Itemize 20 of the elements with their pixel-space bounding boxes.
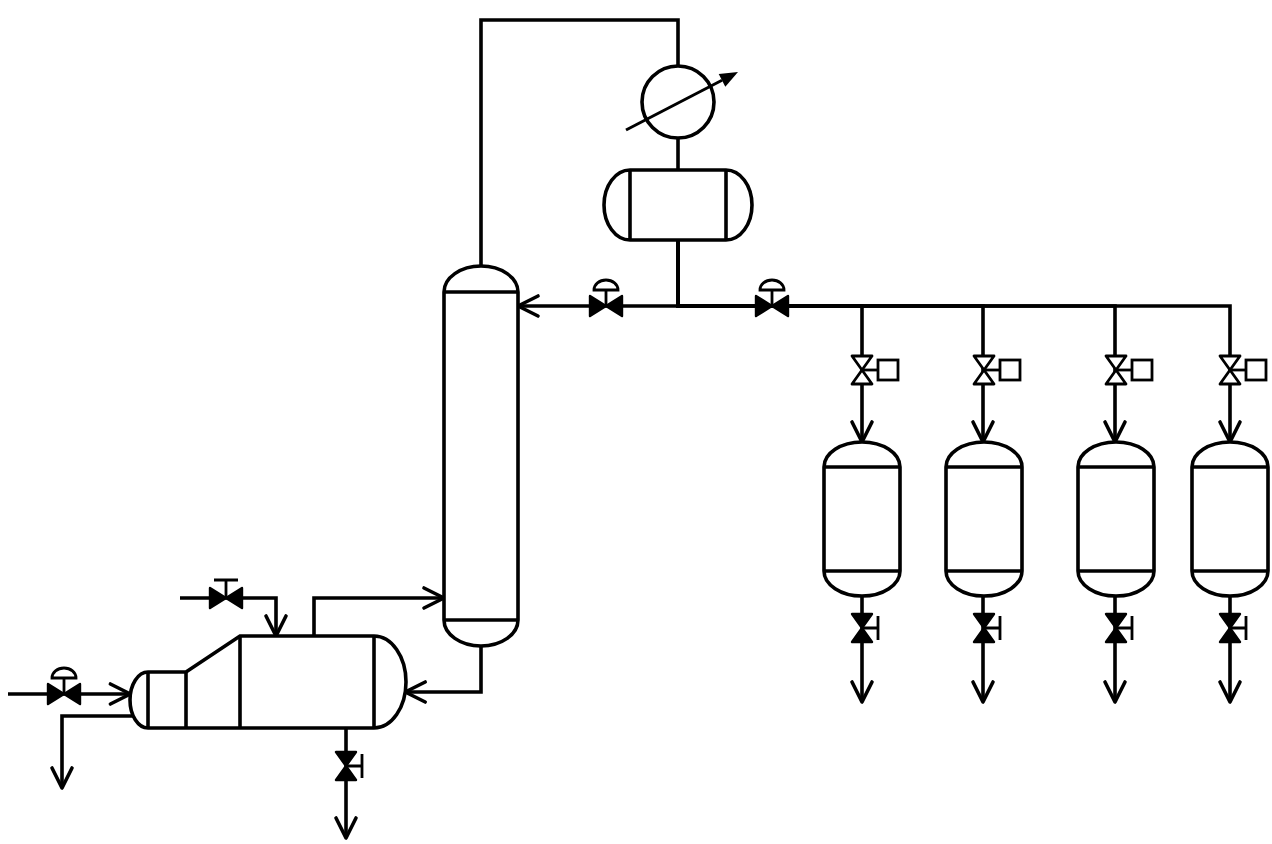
flow-arrow bbox=[312, 586, 446, 636]
receiver-vessel bbox=[1190, 440, 1270, 598]
flow-arrow bbox=[1103, 596, 1127, 704]
flow-arrow bbox=[850, 596, 874, 704]
receiver-vessel bbox=[943, 440, 1023, 598]
flow-arrow bbox=[403, 646, 483, 704]
flow-arrow bbox=[1218, 596, 1242, 704]
reboiler-vessel bbox=[128, 634, 408, 730]
receiver-vessel bbox=[822, 440, 902, 598]
flow-arrow bbox=[50, 714, 134, 790]
flow-arrow bbox=[971, 596, 995, 704]
pipe-line bbox=[676, 138, 680, 170]
heat-exchanger-symbol bbox=[622, 64, 742, 140]
flow-arrow bbox=[180, 596, 288, 638]
horizontal-vessel bbox=[602, 168, 754, 242]
pipe-line bbox=[479, 18, 680, 266]
flow-arrow bbox=[334, 728, 358, 840]
receiver-vessel bbox=[1075, 440, 1155, 598]
flow-arrow bbox=[8, 682, 133, 706]
distillation-column bbox=[442, 264, 520, 648]
